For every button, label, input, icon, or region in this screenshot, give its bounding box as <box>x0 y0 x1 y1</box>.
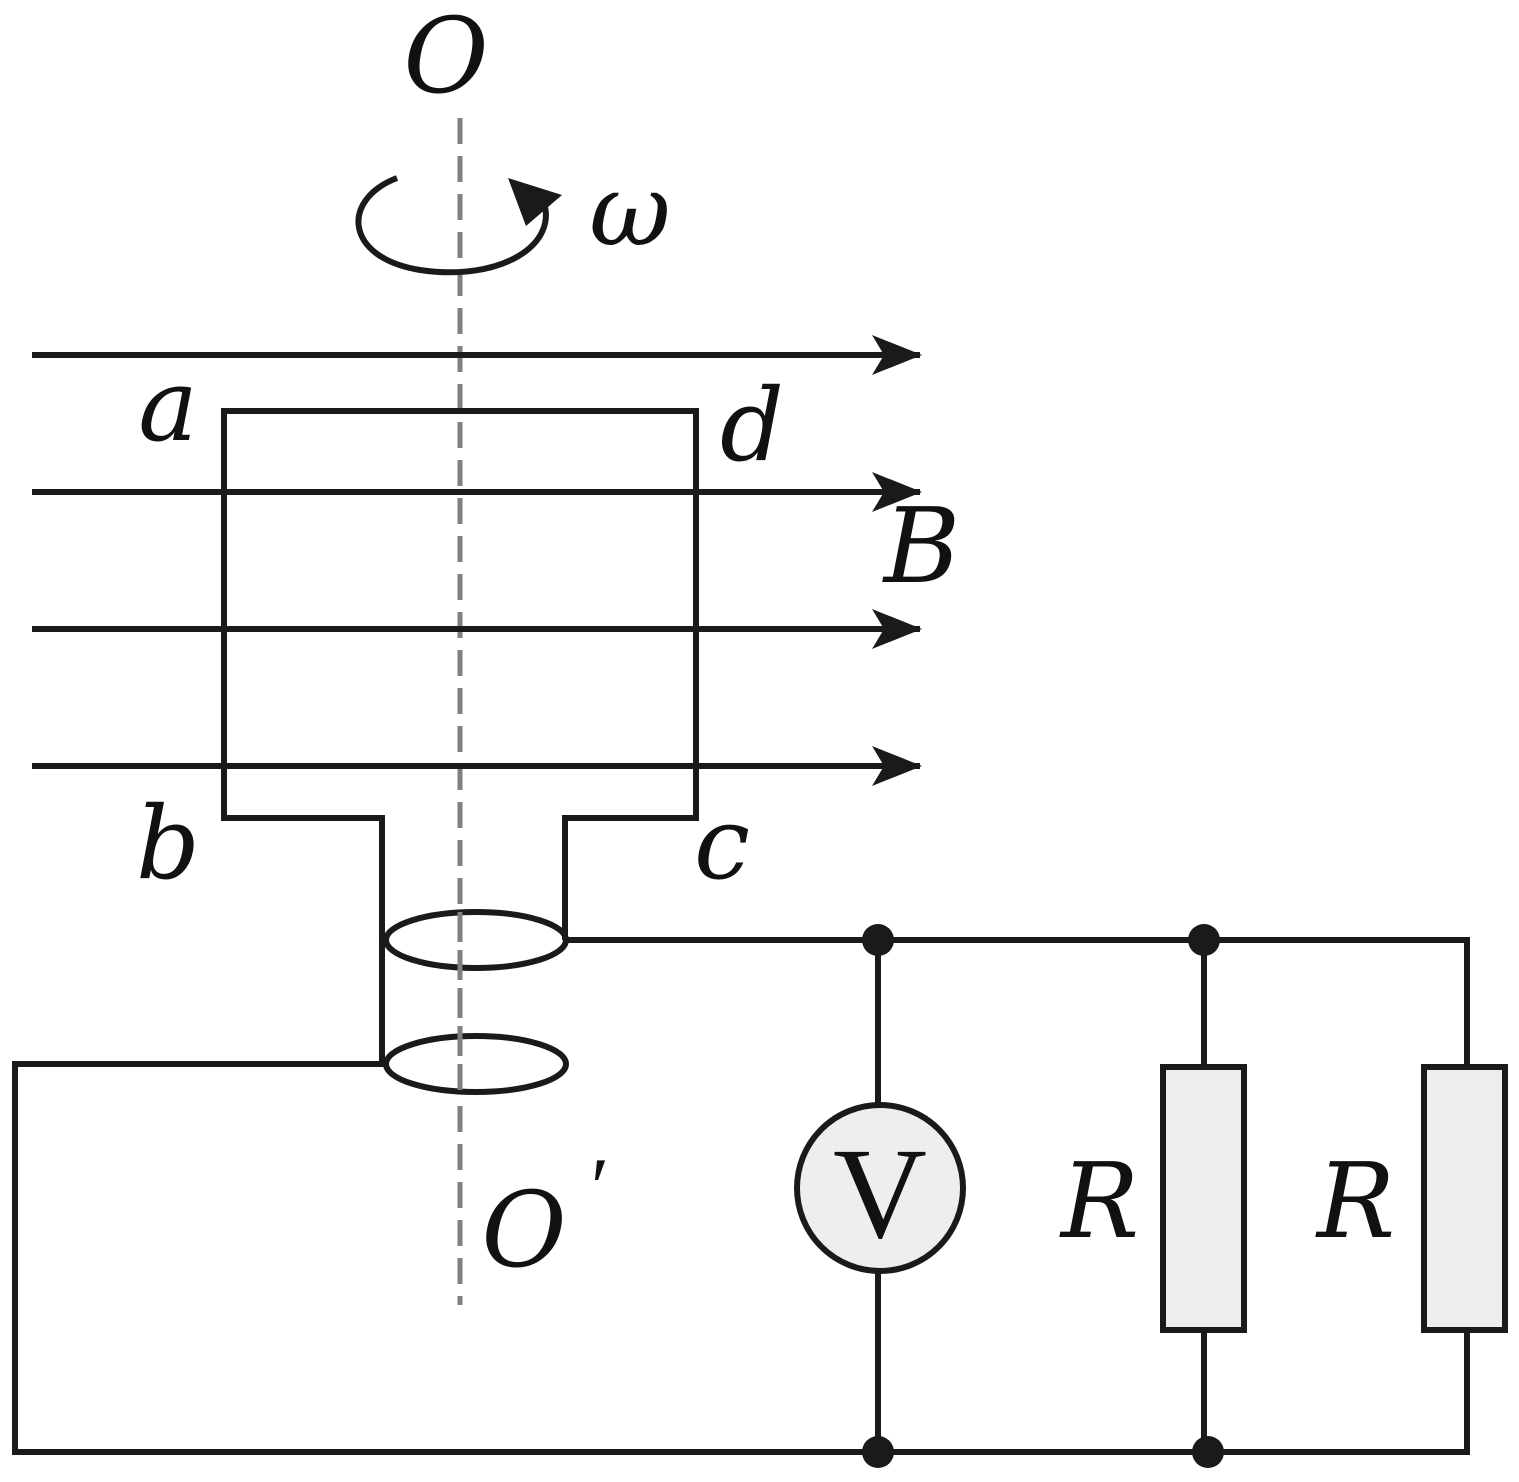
junction-dot <box>1188 924 1220 956</box>
external-wire-bottom <box>12 1061 1470 1455</box>
resistor-1-label: R <box>1059 1140 1139 1262</box>
corner-label-c: c <box>694 785 750 902</box>
resistor-1 <box>1160 1064 1247 1333</box>
junction-dot <box>862 1436 894 1468</box>
corner-label-a: a <box>138 347 198 464</box>
resistor-2-label: R <box>1315 1140 1395 1262</box>
slip-ring-upper <box>383 909 569 971</box>
field-label: B <box>882 485 960 607</box>
axis-bottom-label: O <box>481 1169 566 1291</box>
corner-label-b: b <box>136 785 200 902</box>
external-wire-top <box>566 937 1470 1067</box>
resistor-2 <box>1421 1064 1508 1333</box>
axis-top-label: O <box>403 0 488 117</box>
rotation-arrow <box>355 175 562 276</box>
corner-label-d: d <box>720 367 784 484</box>
coil <box>221 408 699 940</box>
omega-label: ω <box>589 152 671 269</box>
slip-ring-lower <box>383 1033 569 1095</box>
axis-bottom-prime: ′ <box>591 1141 609 1234</box>
junction-dot <box>862 924 894 956</box>
junction-dot <box>1192 1436 1224 1468</box>
voltmeter-label: V <box>833 1122 927 1266</box>
voltmeter: V <box>794 1102 966 1274</box>
